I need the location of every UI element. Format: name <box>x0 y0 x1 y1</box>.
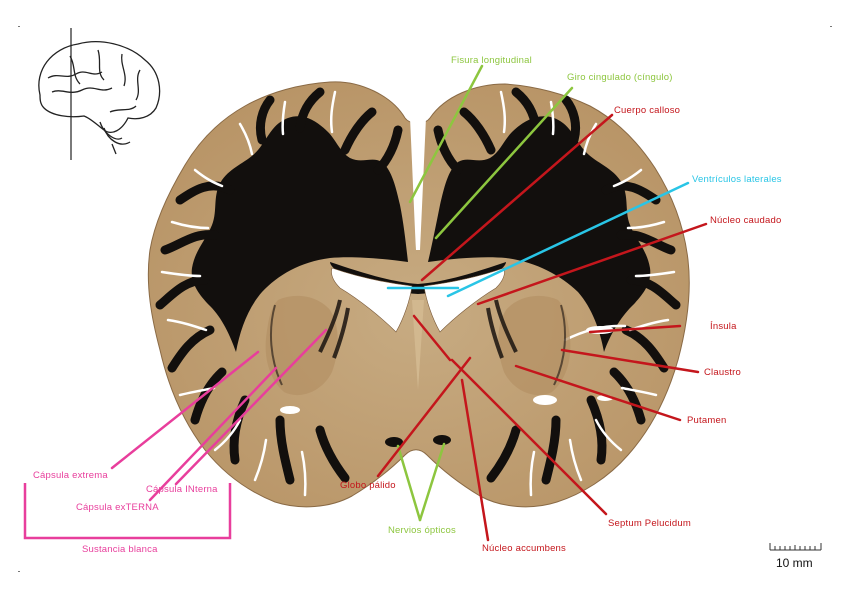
pointer-lines <box>110 64 708 542</box>
label-sustancia-blanca: Sustancia blanca <box>82 544 158 555</box>
label-putamen: Putamen <box>687 415 727 426</box>
pointer-caudado <box>476 222 708 306</box>
pointer-globo-a <box>376 356 472 478</box>
brain-outline-icon <box>38 41 161 155</box>
scale-bar <box>769 543 822 551</box>
label-ventriculos-laterales: Ventrículos laterales <box>692 174 782 185</box>
optic-nerve-right <box>433 435 451 445</box>
label-cuerpo-calloso: Cuerpo calloso <box>614 105 681 116</box>
pointer-interna <box>174 328 328 486</box>
label-capsula-interna: Cápsula INterna <box>146 484 218 495</box>
label-septum-pelucidum: Septum Pelucidum <box>608 518 691 529</box>
pointer-ventriculos <box>446 181 690 298</box>
pointer-globo-b <box>412 314 452 362</box>
label-nucleo-accumbens: Núcleo accumbens <box>482 543 566 554</box>
label-claustro: Claustro <box>704 367 741 378</box>
label-nucleo-caudado: Núcleo caudado <box>710 215 782 226</box>
corner-mark <box>830 26 832 27</box>
label-capsula-extrema: Cápsula extrema <box>33 470 108 481</box>
pointer-insula <box>588 324 682 334</box>
pointer-nervio-right <box>418 442 446 522</box>
label-giro-cingulado: Giro cingulado (cíngulo) <box>567 72 673 83</box>
pointer-nervio-left <box>396 444 422 522</box>
label-insula: Ínsula <box>710 321 737 332</box>
pointer-accumbens <box>460 378 490 542</box>
pointer-extrema <box>110 350 260 470</box>
scale-bar-label: 10 mm <box>776 556 813 570</box>
pointer-putamen <box>514 364 682 422</box>
corner-mark <box>18 571 20 572</box>
brain-coronal-section <box>147 81 690 508</box>
label-globo-palido: Globo pálido <box>340 480 396 491</box>
pointer-giro <box>434 86 574 240</box>
pointer-externa <box>148 366 278 502</box>
label-nervios-opticos: Nervios ópticos <box>388 525 456 536</box>
sustancia-blanca-bracket <box>23 483 232 540</box>
label-capsula-externa: Cápsula exTERNA <box>76 502 159 513</box>
pointer-cuerpo <box>420 113 614 282</box>
corner-mark <box>18 26 20 27</box>
pointer-claustro <box>560 348 700 374</box>
optic-nerve-left <box>385 437 403 447</box>
pointer-septum <box>450 358 608 516</box>
label-fisura-longitudinal: Fisura longitudinal <box>451 55 532 66</box>
pointer-fisura <box>408 64 484 204</box>
